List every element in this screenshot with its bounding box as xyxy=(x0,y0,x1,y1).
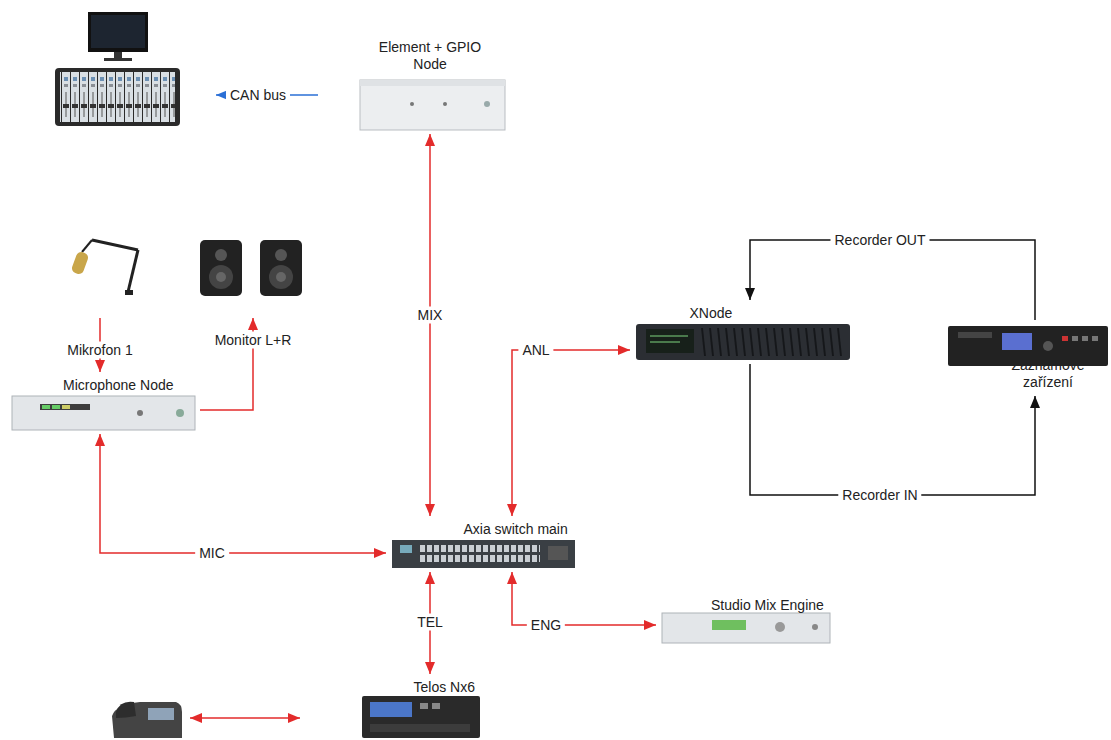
wire-label: Mikrofon 1 xyxy=(63,342,136,359)
device-node: Telos Nx6 xyxy=(356,674,486,740)
device-node: Element + GPIO Node xyxy=(352,34,508,134)
device-label: Studio Mix Engine xyxy=(711,597,824,614)
wire-label: Monitor L+R xyxy=(211,332,296,349)
device-node: XNode xyxy=(630,300,856,364)
signal-label: MIC xyxy=(195,545,229,562)
device-label: Microphone Node xyxy=(63,377,174,394)
device-node: Záznamové zařízení xyxy=(942,320,1108,396)
signal-label: Recorder OUT xyxy=(830,232,929,249)
device-node: Axia switch main xyxy=(386,516,580,572)
device-label: Telos Nx6 xyxy=(414,679,475,696)
wire-label: CAN bus xyxy=(226,87,290,104)
signal-connector xyxy=(750,240,1035,320)
signal-label: ANL xyxy=(518,342,553,359)
signal-connector xyxy=(429,134,431,516)
signal-label: MIX xyxy=(414,307,447,324)
signal-connector xyxy=(750,364,1035,495)
signal-label: TEL xyxy=(413,614,447,631)
signal-label: Recorder IN xyxy=(838,487,921,504)
device-node: Studio Mix Engine xyxy=(656,592,836,646)
device-label: Záznamové zařízení xyxy=(988,357,1108,391)
signal-connector xyxy=(100,434,386,553)
device-label: Axia switch main xyxy=(464,521,568,538)
device-node: Microphone Node xyxy=(6,372,200,434)
device-label: Element + GPIO Node xyxy=(368,39,493,73)
signal-label: ENG xyxy=(527,617,565,634)
device-label: XNode xyxy=(690,305,733,322)
signal-connector xyxy=(512,350,630,516)
